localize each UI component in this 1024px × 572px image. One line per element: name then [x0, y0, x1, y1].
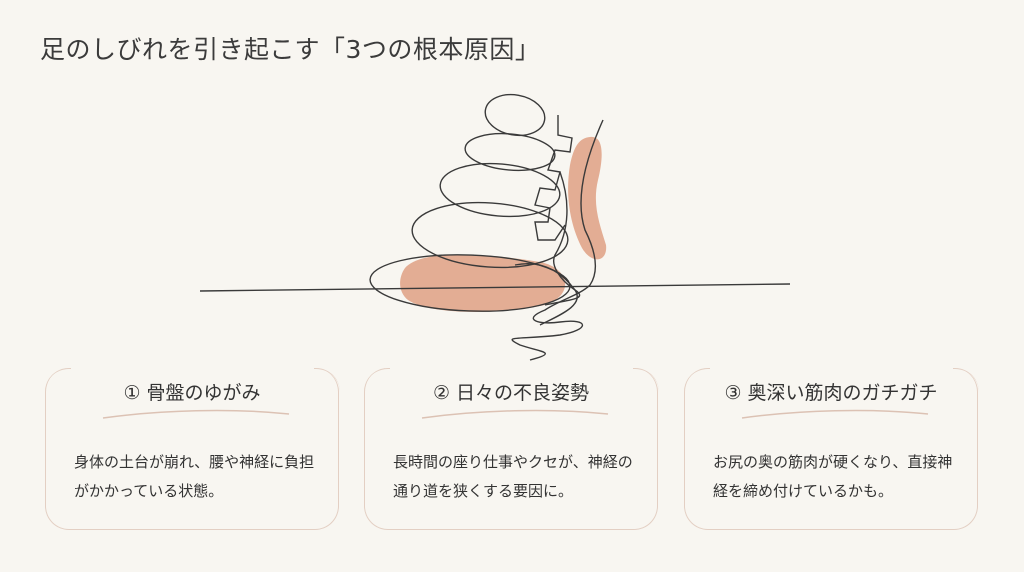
cause-card-posture: ② 日々の不良姿勢 長時間の座り仕事やクセが、神経の通り道を狭くする要因に。	[363, 366, 659, 530]
card-title: ② 日々の不良姿勢	[432, 382, 590, 404]
card-title: ③ 奥深い筋肉のガチガチ	[724, 382, 938, 404]
card-divider	[421, 409, 609, 419]
ground-line	[199, 283, 791, 292]
cause-card-pelvis: ① 骨盤のゆがみ 身体の土台が崩れ、腰や神経に負担がかかっている状態。	[44, 366, 340, 530]
card-divider	[741, 409, 929, 419]
line-art	[199, 93, 791, 361]
muscle-highlight	[568, 136, 607, 260]
card-divider	[102, 409, 290, 419]
cause-card-deep-muscle: ③ 奥深い筋肉のガチガチ お尻の奥の筋肉が硬くなり、直接神経を締め付けているかも…	[683, 366, 979, 530]
card-body: 身体の土台が崩れ、腰や神経に負担がかかっている状態。	[74, 453, 315, 500]
pelvis-highlight	[400, 254, 566, 312]
card-body: 長時間の座り仕事やクセが、神経の通り道を狭くする要因に。	[393, 453, 633, 500]
page-title: 足のしびれを引き起こす「3つの根本原因」	[40, 35, 541, 64]
card-title: ① 骨盤のゆがみ	[123, 382, 261, 404]
card-body: お尻の奥の筋肉が硬くなり、直接神経を締め付けているかも。	[713, 453, 953, 500]
